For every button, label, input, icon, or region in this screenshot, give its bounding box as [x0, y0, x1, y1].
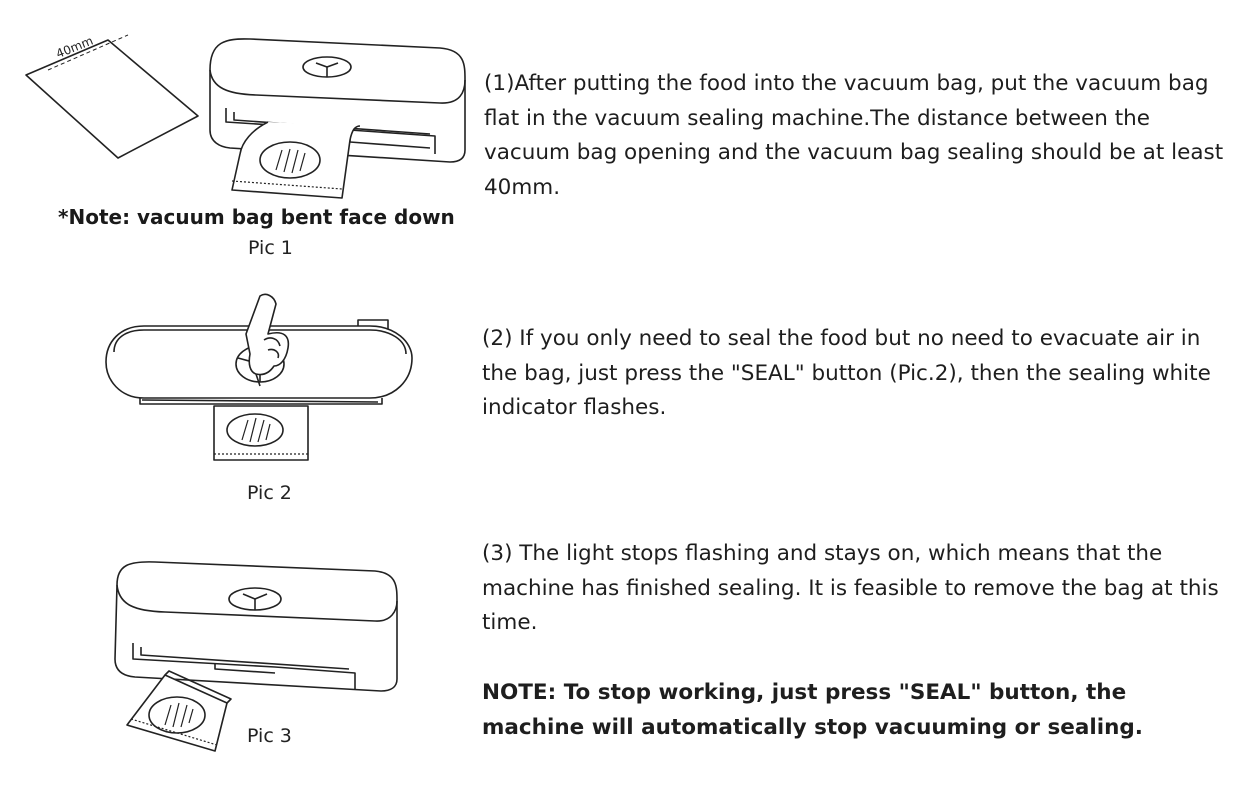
sealed-bag-illustration	[126, 670, 232, 752]
step-1-text: (1)After putting the food into the vacuu…	[484, 71, 1224, 200]
pic1-note: *Note: vacuum bag bent face down	[58, 205, 455, 229]
finger-pressing-seal-illustration	[245, 293, 290, 387]
bag-with-food-illustration	[213, 405, 309, 461]
pic1-caption: Pic 1	[248, 237, 293, 259]
step-3-text: (3) The light stops flashing and stays o…	[482, 541, 1219, 635]
vacuum-sealer-illustration	[114, 561, 398, 692]
pic2-illustration	[100, 290, 420, 470]
step-2-text: (2) If you only need to seal the food bu…	[482, 326, 1211, 420]
pic1-illustration	[20, 30, 470, 200]
pic2-caption: Pic 2	[247, 482, 292, 504]
pic3-caption: Pic 3	[247, 725, 292, 747]
vacuum-bag-illustration	[25, 34, 199, 159]
pic3-illustration	[105, 555, 405, 755]
stop-working-note: NOTE: To stop working, just press "SEAL"…	[482, 680, 1143, 740]
bag-with-food-illustration	[231, 121, 361, 199]
